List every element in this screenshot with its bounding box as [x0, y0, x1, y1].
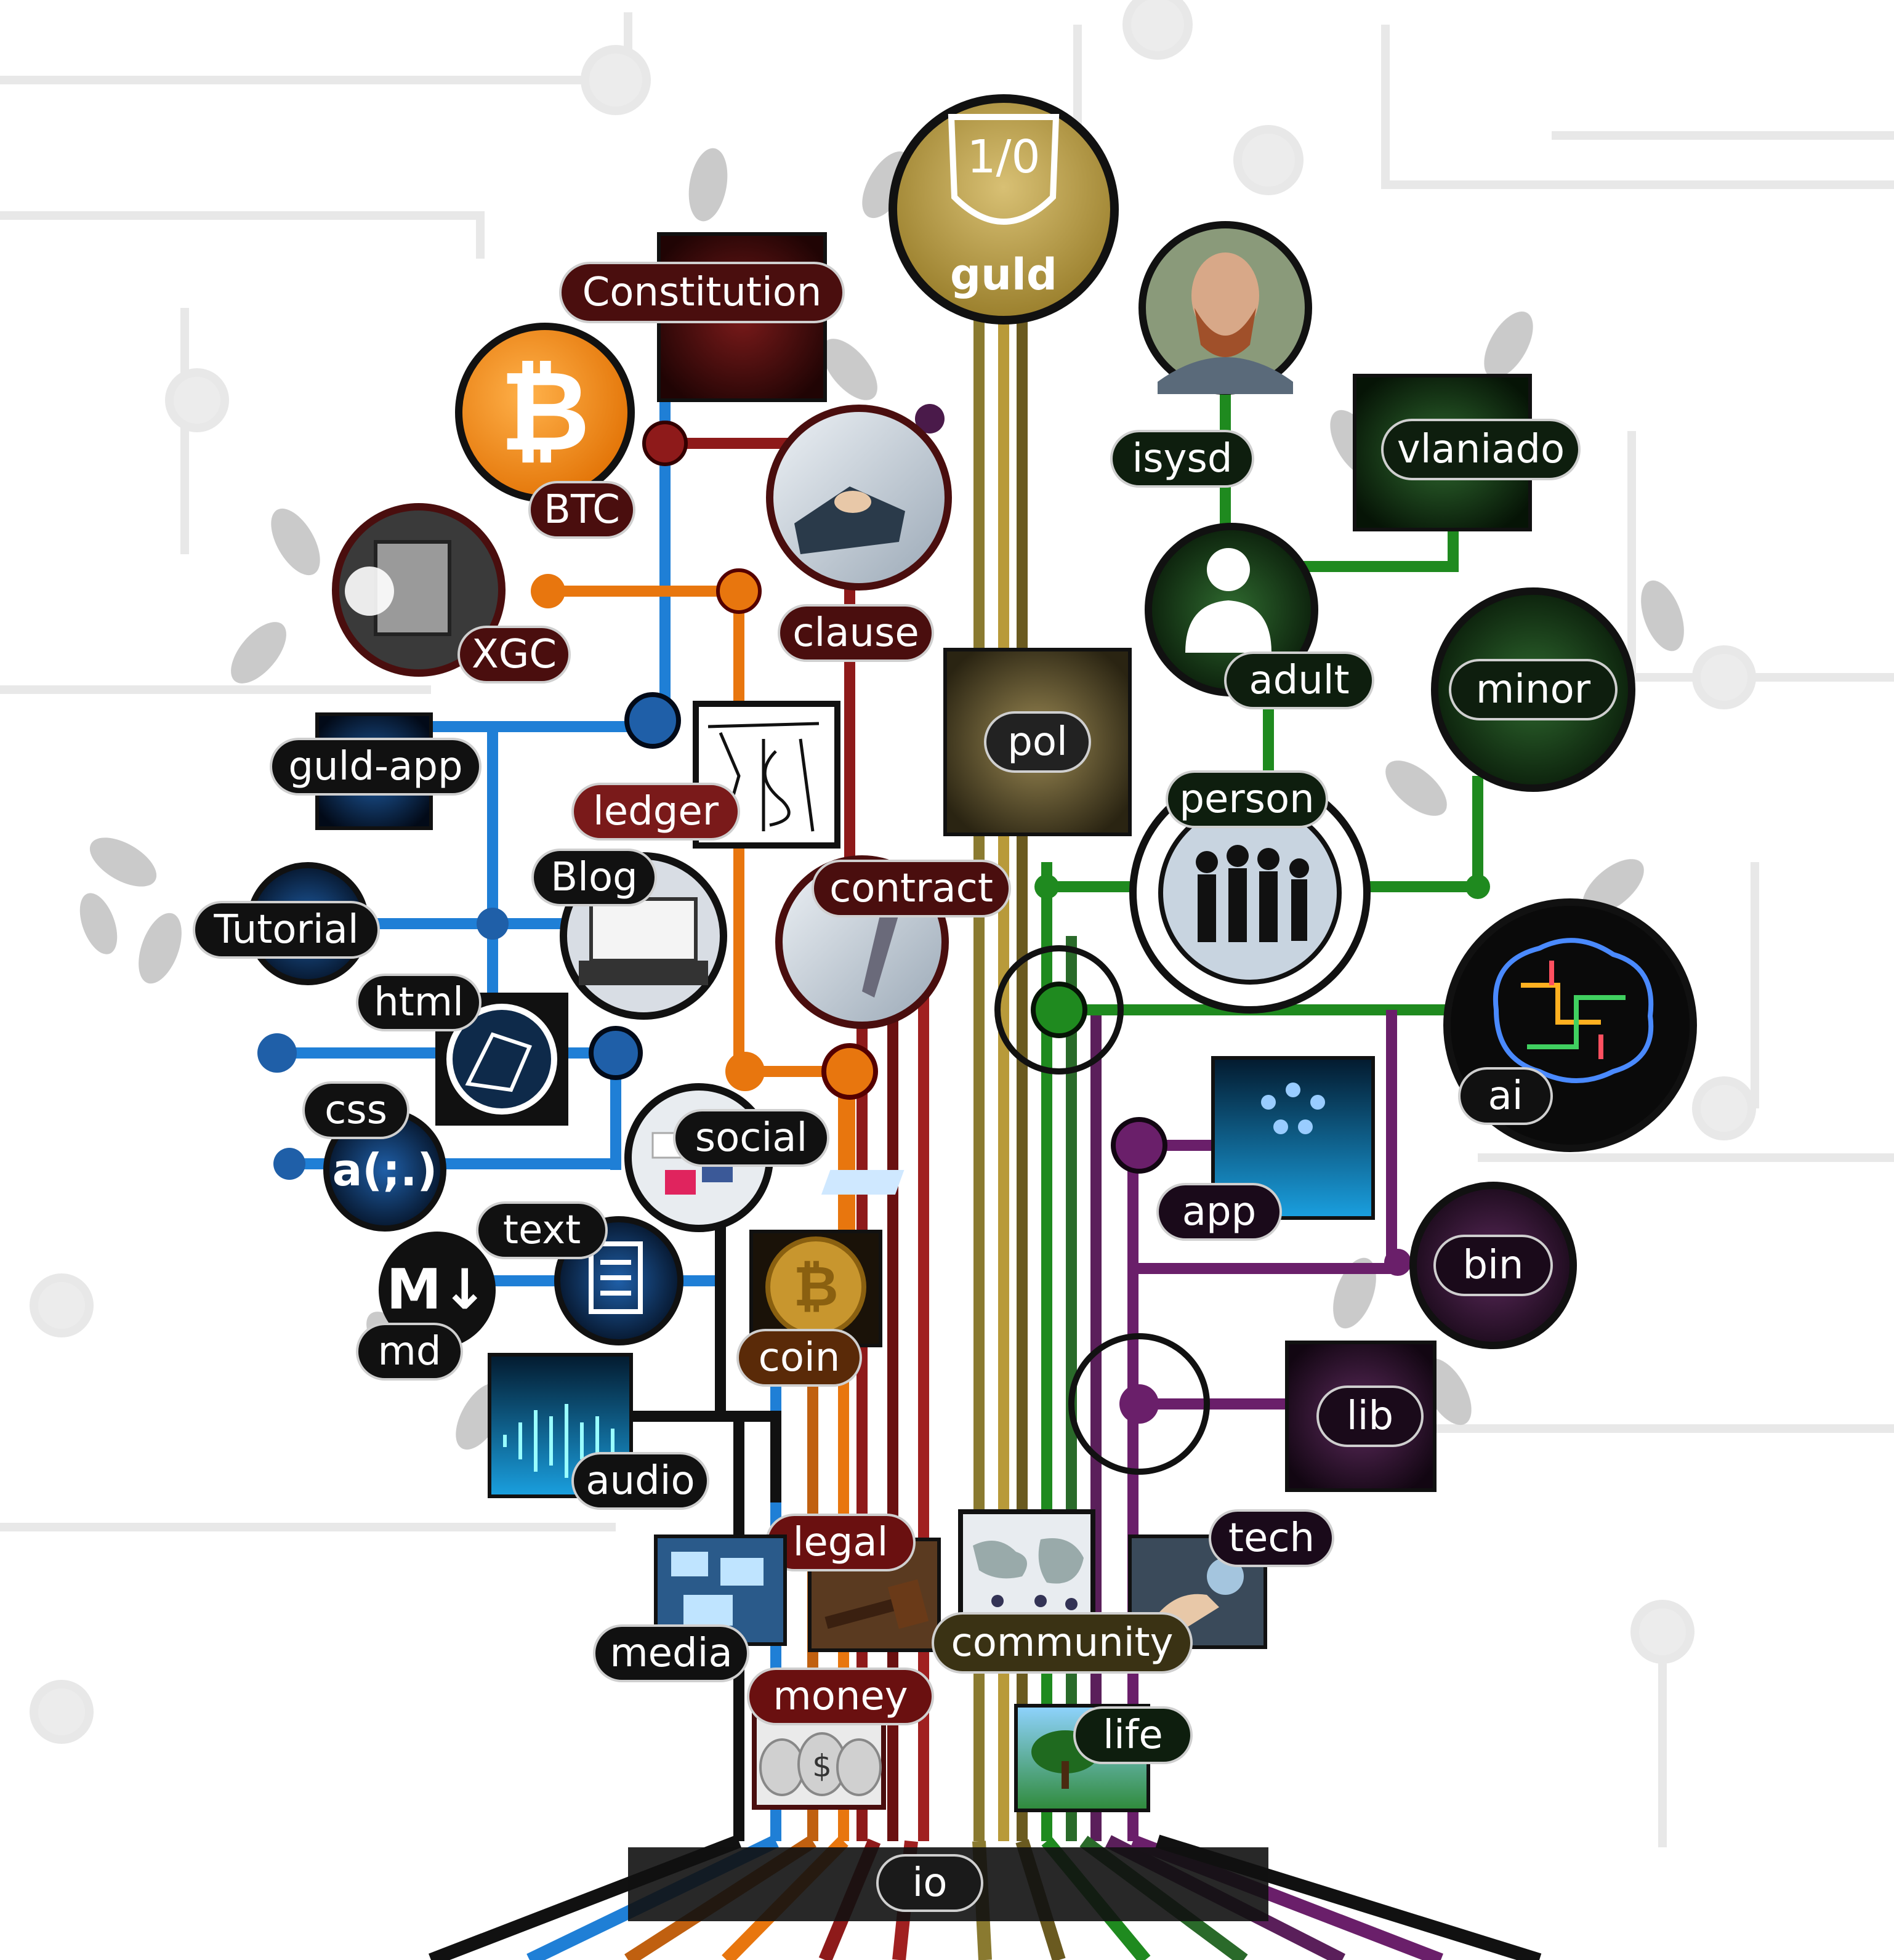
btc-label: BTC	[544, 487, 620, 533]
clause-node[interactable]: clause	[766, 405, 952, 662]
minor-label: minor	[1476, 667, 1591, 712]
shield-icon	[948, 114, 1060, 225]
io-label: io	[913, 1860, 948, 1906]
circuit-brain-icon	[1493, 938, 1654, 1083]
svg-text:$: $	[812, 1748, 832, 1784]
clause-label: clause	[792, 610, 919, 656]
guld-node[interactable]: 1/0 guld	[889, 94, 1119, 325]
lib-node[interactable]: lib	[1285, 1341, 1437, 1492]
pol-node[interactable]: pol	[943, 648, 1132, 836]
adult-label: adult	[1249, 658, 1349, 703]
media-screens-icon	[671, 1552, 764, 1626]
tablet-apps-icon	[821, 1083, 1325, 1195]
social-label: social	[695, 1115, 807, 1161]
community-label: community	[951, 1620, 1174, 1666]
btc-node[interactable]: ₿ BTC	[455, 323, 635, 539]
ledger-node[interactable]: ledger	[571, 701, 840, 849]
legal-label: legal	[793, 1520, 889, 1565]
isysd-label: isysd	[1132, 436, 1233, 482]
life-node[interactable]: life	[1014, 1704, 1193, 1812]
io-root-node[interactable]: io	[876, 1854, 983, 1912]
lib-label: lib	[1347, 1393, 1393, 1439]
person-node[interactable]: person	[1129, 770, 1371, 1014]
isysd-node[interactable]: isysd	[1110, 221, 1312, 488]
html-node[interactable]: html	[356, 974, 568, 1126]
bitcoin-icon: ₿	[500, 347, 590, 476]
ai-label: ai	[1488, 1073, 1523, 1119]
contract-node[interactable]: contract	[775, 855, 1011, 1029]
app-node[interactable]: app	[821, 1056, 1375, 1241]
constitution-node[interactable]: Constitution	[559, 232, 845, 402]
tutorial-node[interactable]: Tutorial	[193, 862, 380, 985]
bin-label: bin	[1463, 1243, 1524, 1288]
money-label: money	[773, 1674, 908, 1719]
legal-node[interactable]: legal	[765, 1514, 941, 1652]
css-label: css	[324, 1087, 387, 1133]
xgc-label: XGC	[472, 632, 557, 677]
xgc-node[interactable]: XGC	[332, 503, 571, 684]
soundwave-icon	[503, 1404, 615, 1478]
markdown-icon: M↓	[387, 1257, 488, 1322]
life-label: life	[1103, 1712, 1163, 1758]
constitution-label: Constitution	[582, 270, 822, 315]
text-label: text	[503, 1208, 581, 1253]
css-icon: a(;.)	[332, 1144, 438, 1196]
ai-node[interactable]: ai	[1443, 898, 1697, 1152]
avatar-photo	[1158, 252, 1293, 394]
media-node[interactable]: media	[593, 1535, 787, 1682]
person-label: person	[1179, 776, 1314, 822]
guld-emblem: 1/0	[967, 131, 1040, 183]
vlaniado-label: vlaniado	[1397, 427, 1565, 472]
app-label: app	[1182, 1189, 1256, 1235]
people-silhouettes-icon	[1196, 845, 1309, 942]
adult-node[interactable]: adult	[1145, 523, 1374, 709]
minor-node[interactable]: minor	[1431, 587, 1635, 792]
gavel-icon	[824, 1579, 929, 1629]
coin-label: coin	[759, 1335, 840, 1381]
audio-label: audio	[586, 1458, 695, 1504]
guld-app-label: guld-app	[288, 744, 462, 789]
vlaniado-node[interactable]: vlaniado	[1353, 374, 1581, 531]
bin-node[interactable]: bin	[1409, 1182, 1577, 1349]
tutorial-label: Tutorial	[213, 907, 358, 953]
audio-node[interactable]: audio	[488, 1353, 709, 1510]
laptop-blog-icon	[589, 897, 698, 962]
md-node[interactable]: M↓ md	[356, 1232, 496, 1381]
guld-app-node[interactable]: guld-app	[270, 712, 482, 830]
media-label: media	[610, 1631, 732, 1676]
contract-label: contract	[829, 866, 993, 911]
svg-text:₿: ₿	[793, 1254, 838, 1319]
coin-node[interactable]: ₿ coin	[736, 1230, 882, 1387]
tech-label: tech	[1228, 1515, 1315, 1561]
community-node[interactable]: community	[932, 1509, 1193, 1674]
guld-label: guld	[950, 249, 1057, 300]
document-icon	[589, 1241, 643, 1314]
ledger-label: ledger	[593, 789, 719, 834]
text-node[interactable]: text	[476, 1201, 683, 1345]
blog-label: Blog	[550, 855, 637, 900]
world-map-icon	[973, 1538, 1084, 1610]
md-label: md	[378, 1329, 441, 1374]
html-label: html	[374, 980, 464, 1025]
handshake-icon	[794, 486, 905, 554]
blog-node[interactable]: Blog	[531, 849, 727, 1020]
social-node[interactable]: social	[624, 1083, 829, 1232]
pol-label: pol	[1007, 719, 1068, 765]
user-icon	[1185, 548, 1271, 653]
circuit-background	[0, 0, 1894, 1847]
css-node[interactable]: a(;.) css	[302, 1081, 446, 1232]
junction-dots	[257, 404, 1490, 1475]
money-node[interactable]: $ money	[747, 1668, 934, 1810]
money-bags-icon: $	[759, 1732, 882, 1796]
